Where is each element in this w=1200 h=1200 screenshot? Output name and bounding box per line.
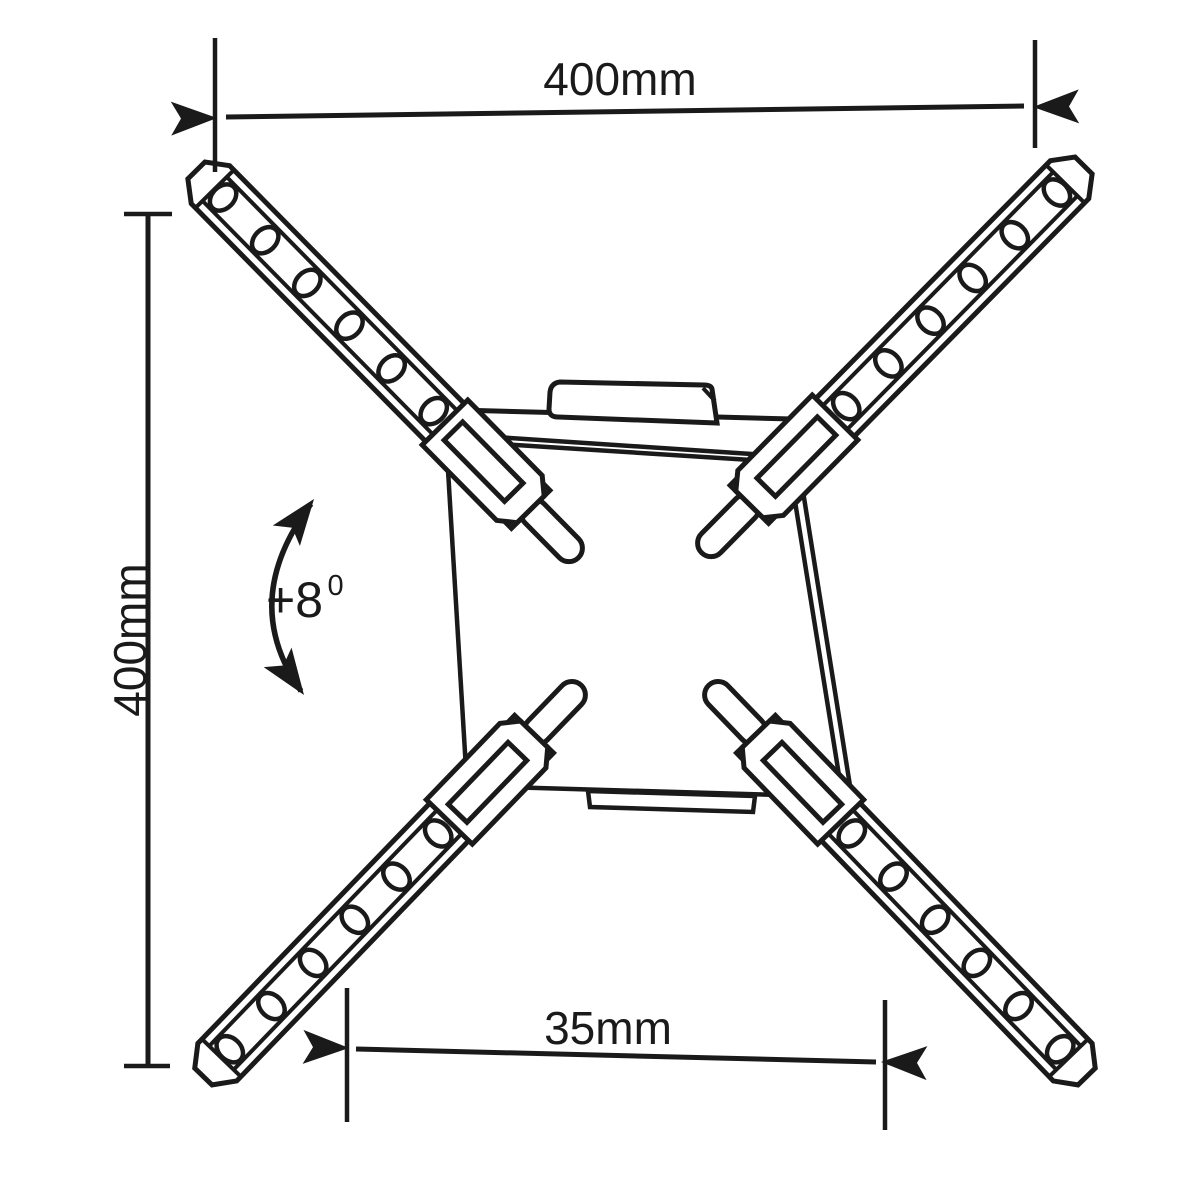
arrowhead-down-icon <box>263 647 318 705</box>
bracket-arm-top-right <box>679 143 1107 575</box>
arrowhead-left-icon <box>302 1029 350 1065</box>
arrowhead-up-icon <box>272 488 328 546</box>
bottom-notch <box>585 788 758 815</box>
dimension-top-width: 400mm <box>170 38 1080 172</box>
top-tab <box>546 379 720 426</box>
bracket-arm-top-left <box>174 148 602 580</box>
bracket-arm-bottom-right <box>686 663 1110 1099</box>
dimension-line <box>355 1046 877 1065</box>
dimension-label-left-height: 400mm <box>104 563 156 716</box>
arrowhead-left-icon <box>170 101 218 136</box>
dimension-line <box>225 103 1025 120</box>
dimension-bottom-offset: 35mm <box>302 988 928 1130</box>
dimension-label-top-width: 400mm <box>543 53 696 105</box>
arrowhead-right-icon <box>880 1045 928 1081</box>
arrowhead-right-icon <box>1032 89 1080 124</box>
dimension-left-height: 400mm <box>104 211 172 1069</box>
tilt-annotation: +8 0 <box>263 488 344 705</box>
dimension-label-bottom-offset: 35mm <box>544 1002 672 1054</box>
tilt-angle-label: +8 0 <box>266 570 344 628</box>
bracket-arm-bottom-left <box>180 663 604 1099</box>
